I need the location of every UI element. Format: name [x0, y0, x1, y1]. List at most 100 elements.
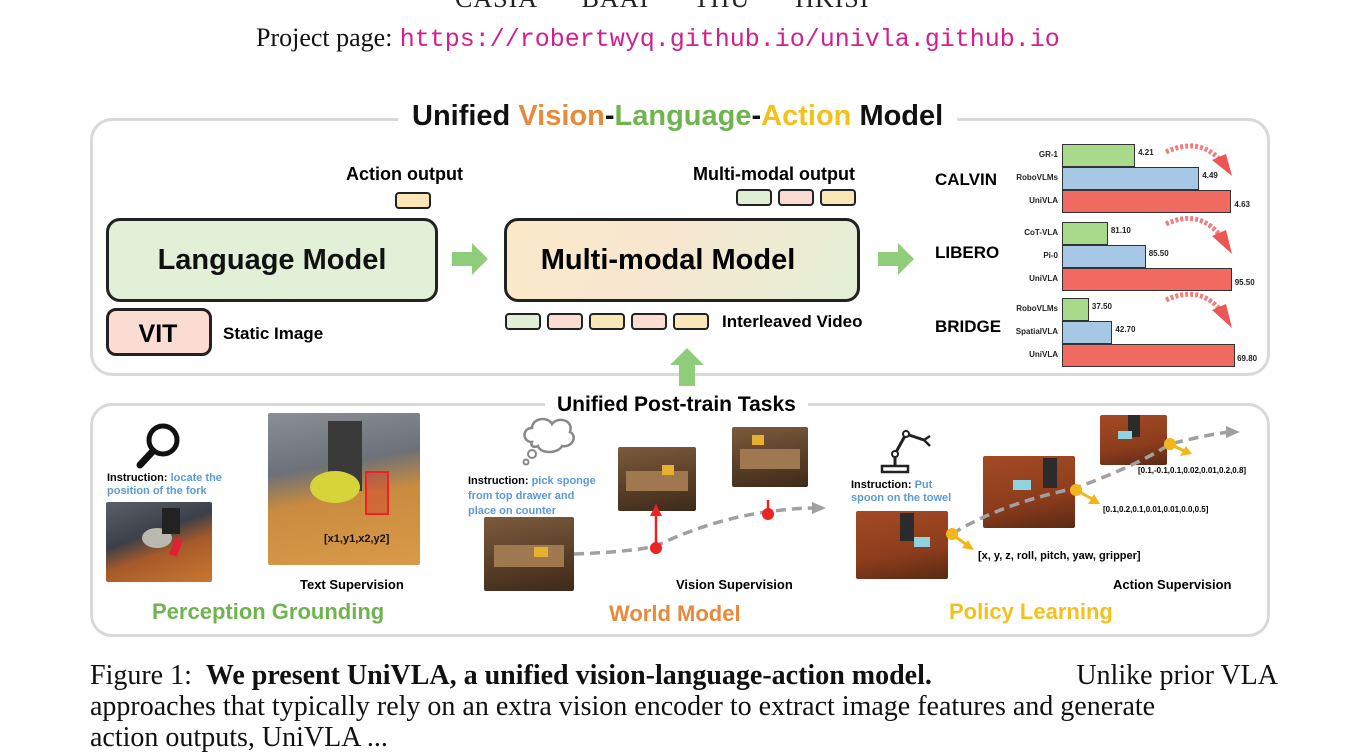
video-token: [631, 313, 667, 330]
bar-value-label: 37.50: [1091, 302, 1112, 311]
vit-label: VIT: [138, 320, 178, 348]
title-model: Model: [859, 100, 944, 132]
mm-output-token: [778, 189, 814, 206]
action-vector-top: [0.1,-0.1,0.1,0.02,0.01,0.2,0.8]: [1138, 466, 1247, 475]
bar-univla: [1062, 344, 1236, 367]
table-photo: [1100, 415, 1167, 465]
bar-category-label: GR-1: [1038, 150, 1058, 159]
curved-arrow-icon: [1164, 291, 1232, 328]
language-model-label: Language Model: [157, 244, 387, 276]
figure-caption: Figure 1: We present UniVLA, a unified v…: [90, 660, 1278, 753]
drawer-photo: [484, 517, 574, 591]
caption-bold: We present UniVLA, a unified vision-lang…: [205, 660, 932, 691]
caption-prefix: Figure 1:: [90, 660, 192, 691]
action-vector-mid: [0.1,0.2,0.1,0.01,0.01,0.0,0.5]: [1103, 505, 1209, 514]
magnifier-icon: [136, 423, 180, 469]
title-dash: -: [751, 100, 762, 132]
world-instruction: Instruction: pick sponge from top drawer…: [468, 474, 596, 519]
caption-text: Unlike prior VLA: [1076, 660, 1278, 691]
title-language: Language: [614, 100, 752, 132]
title-vision: Vision: [518, 100, 605, 132]
video-token: [589, 313, 625, 330]
arrow-right-icon: [878, 243, 914, 275]
benchmark-label-libero: LIBERO: [935, 243, 1000, 262]
instruction-label: Instruction:: [107, 472, 168, 484]
multimodal-model-label: Multi-modal Model: [540, 244, 796, 276]
vision-supervision-label: Vision Supervision: [676, 577, 793, 592]
interleaved-video-label: Interleaved Video: [722, 312, 863, 331]
unified-model-title: Unified Vision-Language-Action Model: [398, 100, 958, 133]
bar-category-label: UniVLA: [1029, 274, 1058, 283]
bar-category-label: UniVLA: [1029, 350, 1058, 359]
bar-category-label: CoT-VLA: [1024, 228, 1058, 237]
bar-category-label: Pi-0: [1043, 251, 1058, 260]
policy-learning-title: Policy Learning: [949, 599, 1113, 624]
bar-category-label: RoboVLMs: [1016, 304, 1058, 313]
bar-value-label: 85.50: [1148, 249, 1169, 258]
benchmark-label-calvin: CALVIN: [935, 170, 998, 189]
action-output-token: [395, 192, 431, 209]
project-label: Project page:: [256, 23, 393, 52]
drawer-photo: [618, 447, 696, 511]
bar-gr-1: [1062, 144, 1136, 167]
caption-line: approaches that typically rely on an ext…: [90, 691, 1156, 722]
instruction-text: Put: [914, 479, 933, 491]
action-trajectory-icon: [946, 426, 1240, 550]
bar-category-label: RoboVLMs: [1016, 173, 1058, 182]
curved-arrow-icon: [1164, 215, 1232, 254]
thought-cloud-icon: [522, 417, 575, 466]
bar-univla: [1062, 190, 1232, 213]
instruction-text: place on counter: [468, 505, 557, 517]
bar-value-label: 4.21: [1138, 148, 1154, 157]
bbox-text: [x1,y1,x2,y2]: [324, 533, 390, 545]
bar-category-label: UniVLA: [1029, 196, 1058, 205]
instruction-label: Instruction:: [851, 479, 912, 491]
instruction-text: position of the fork: [107, 485, 207, 497]
caption-line: action outputs, UniVLA ...: [90, 722, 388, 753]
vit-box: [106, 308, 212, 356]
bar-robovlms: [1062, 298, 1089, 321]
kitchen-photo: [106, 502, 212, 582]
action-vector-bottom: [x, y, z, roll, pitch, yaw, gripper]: [978, 550, 1141, 562]
perception-instruction: Instruction: locate the position of the …: [107, 472, 222, 498]
video-token: [673, 313, 709, 330]
post-train-title: Unified Post-train Tasks: [545, 393, 808, 417]
multimodal-output-label: Multi-modal output: [693, 164, 855, 184]
bar-spatialvla: [1062, 321, 1113, 344]
bar-pi-0: [1062, 245, 1146, 268]
policy-instruction: Instruction: Put spoon on the towel: [851, 479, 951, 505]
mm-output-token: [736, 189, 772, 206]
table-photo: [856, 511, 948, 579]
bar-value-label: 4.63: [1234, 200, 1250, 209]
language-model-box: [106, 218, 438, 302]
curved-arrow-icon: [1164, 143, 1232, 176]
arrow-right-icon: [452, 243, 488, 275]
title-dash: -: [604, 100, 615, 132]
project-line: Project page: https://robertwyq.github.i…: [256, 22, 1060, 54]
action-supervision-label: Action Supervision: [1113, 577, 1232, 592]
video-token: [505, 313, 541, 330]
bar-univla: [1062, 268, 1232, 291]
instruction-text: locate the: [170, 472, 222, 484]
bar-value-label: 69.80: [1237, 354, 1258, 363]
video-token: [547, 313, 583, 330]
caption-line: Figure 1: We present UniVLA, a unified v…: [90, 660, 1278, 691]
bar-value-label: 42.70: [1115, 325, 1136, 334]
text-supervision-label: Text Supervision: [300, 577, 404, 592]
benchmark-label-bridge: BRIDGE: [935, 317, 1002, 336]
bar-robovlms: [1062, 167, 1200, 190]
affiliations: CASIA BAAI THU HKISI: [455, 0, 869, 14]
bar-value-label: 4.49: [1202, 171, 1218, 180]
perception-grounding-title: Perception Grounding: [152, 599, 385, 624]
bar-category-label: SpatialVLA: [1015, 327, 1058, 336]
kitchen-photo-large: [x1,y1,x2,y2]: [268, 413, 420, 565]
project-url-link[interactable]: https://robertwyq.github.io/univla.githu…: [399, 25, 1060, 54]
bar-value-label: 81.10: [1110, 226, 1131, 235]
instruction-text: spoon on the towel: [851, 492, 952, 504]
instruction-text: pick sponge: [531, 475, 596, 487]
multimodal-model-box: [504, 218, 860, 302]
bar-value-label: 95.50: [1234, 278, 1255, 287]
bar-cot-vla: [1062, 222, 1108, 245]
drawer-photo: [732, 427, 808, 487]
title-unified: Unified: [412, 100, 511, 132]
